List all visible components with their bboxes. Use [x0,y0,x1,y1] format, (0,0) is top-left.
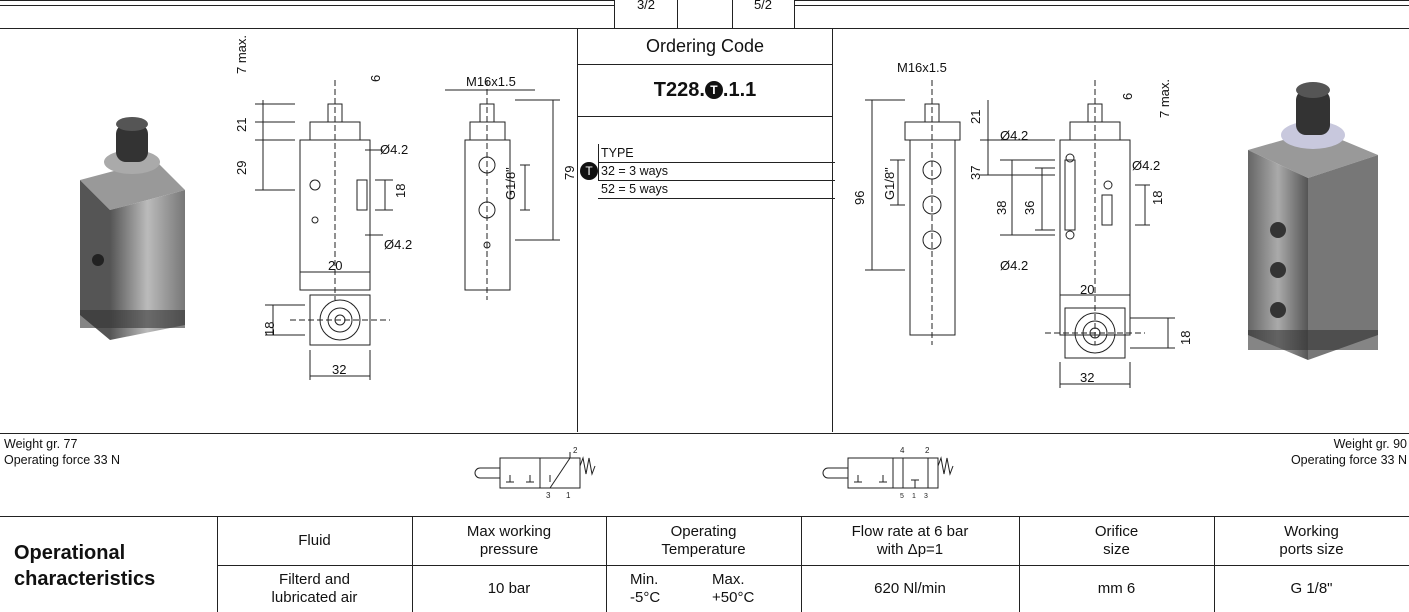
dim-d42c-right: Ø4.2 [1000,258,1029,273]
dim-d42b-left: Ø4.2 [384,237,413,252]
tab-3-2: 3/2 [614,0,678,29]
value-max-pressure: 10 bar [487,579,531,597]
drawing-frame [0,28,1409,434]
symbol-left-port-1: 1 [566,491,571,500]
top-border-right-inner [794,5,1409,6]
type-header: TYPE [598,144,835,163]
type-symbol-legend: T [580,162,598,180]
dim-6-left: 6 [368,74,383,82]
dim-18b-left: 18 [262,321,277,336]
dim-79-left: 79 [562,165,577,180]
dim-20-left: 20 [328,258,343,273]
value-ports-size: G 1/8" [1290,579,1333,597]
dim-18b-right: 18 [1178,330,1193,345]
divider-right [832,28,833,432]
valve-photo-3-2 [80,117,185,340]
header-fluid: Fluid [298,531,331,549]
table-col-1 [217,516,218,612]
table-col-3 [606,516,607,612]
table-top-border [0,516,1409,517]
dim-d42a-right: Ø4.2 [1000,128,1029,143]
header-max-pressure: Max working pressure [466,522,552,558]
tab-5-2: 5/2 [732,0,795,29]
right-force: Operating force 33 N [1290,453,1407,467]
dim-29-left: 29 [234,160,249,175]
value-orifice-size: mm 6 [1097,579,1136,597]
value-temp-min: Min. -5°C [630,570,661,606]
dim-38-right: 38 [994,200,1009,215]
dim-96-right: 96 [852,190,867,205]
dim-7max-left: 7 max. [234,34,249,74]
table-col-2 [412,516,413,612]
left-info: Weight gr. 77 Operating force 33 N [4,436,120,468]
symbol-right-port-2: 2 [925,446,930,455]
tab-5-2-label: 5/2 [753,0,773,12]
symbol-left-port-3: 3 [546,491,551,500]
dim-32-right: 32 [1080,370,1095,385]
dim-37-right: 37 [968,165,983,180]
dim-7max-right: 7 max. [1157,78,1172,118]
dim-20-right: 20 [1080,282,1095,297]
ordering-code-title: Ordering Code [578,28,832,65]
valve-symbol-3-2: 2 3 1 [474,446,596,500]
tab-gap [676,0,733,29]
dim-21-left: 21 [234,117,249,132]
table-col-6 [1214,516,1215,612]
header-orifice-size: Orifice size [1094,522,1139,558]
operational-characteristics-title: Operational characteristics [14,542,156,590]
drawing-5-2 [865,80,1175,388]
value-temp-max: Max. +50°C [712,570,755,606]
dim-18-left: 18 [393,183,408,198]
symbol-left-port-2: 2 [573,446,578,455]
dim-m16-left: M16x1.5 [466,74,516,89]
header-operating-temp: Operating Temperature [661,522,746,558]
top-border-left [0,0,614,1]
right-info: Weight gr. 90 Operating force 33 N [1291,436,1407,468]
top-border-right [794,0,1409,1]
table-mid-border [217,565,1409,566]
valve-photo-5-2 [1248,82,1378,360]
type-box-divider [598,144,599,180]
dim-36-right: 36 [1022,200,1037,215]
dim-6-right: 6 [1120,92,1135,100]
left-weight: Weight gr. 77 [4,437,78,451]
ordering-code-suffix: .1.1 [722,79,757,101]
type-option-52: 52 = 5 ways [598,180,835,199]
type-symbol-badge: T [704,81,723,99]
value-flow-rate: 620 Nl/min [874,579,946,597]
symbol-right-port-4: 4 [900,446,905,455]
dim-m16-right: M16x1.5 [897,60,947,75]
left-force: Operating force 33 N [4,453,121,467]
value-fluid: Filterd and lubricated air [271,570,358,606]
dim-d42a-left: Ø4.2 [380,142,409,157]
table-col-5 [1019,516,1020,612]
top-border-left-inner [0,5,614,6]
symbol-right-port-3: 3 [924,493,928,500]
ordering-code-prefix: T228. [653,79,705,101]
symbol-right-port-5: 5 [900,493,904,500]
header-flow-rate: Flow rate at 6 bar with Δp=1 [851,522,969,558]
divider-left [577,28,578,432]
header-ports-size: Working ports size [1279,522,1344,558]
table-col-4 [801,516,802,612]
drawing-3-2 [255,80,560,380]
type-option-32: 32 = 3 ways [598,162,835,181]
ordering-code: T228.T.1.1 [578,64,832,117]
right-weight: Weight gr. 90 [1333,437,1407,451]
dim-g18-right: G1/8" [882,167,897,200]
dim-21-right: 21 [968,109,983,124]
dim-32-left: 32 [332,362,347,377]
tab-3-2-label: 3/2 [636,0,656,12]
dim-d42b-right: Ø4.2 [1132,158,1161,173]
symbol-right-port-1: 1 [912,493,916,500]
dim-18-right: 18 [1150,190,1165,205]
valve-symbol-5-2: 4 2 5 1 3 [822,446,954,500]
dim-g18-left: G1/8" [503,167,518,200]
